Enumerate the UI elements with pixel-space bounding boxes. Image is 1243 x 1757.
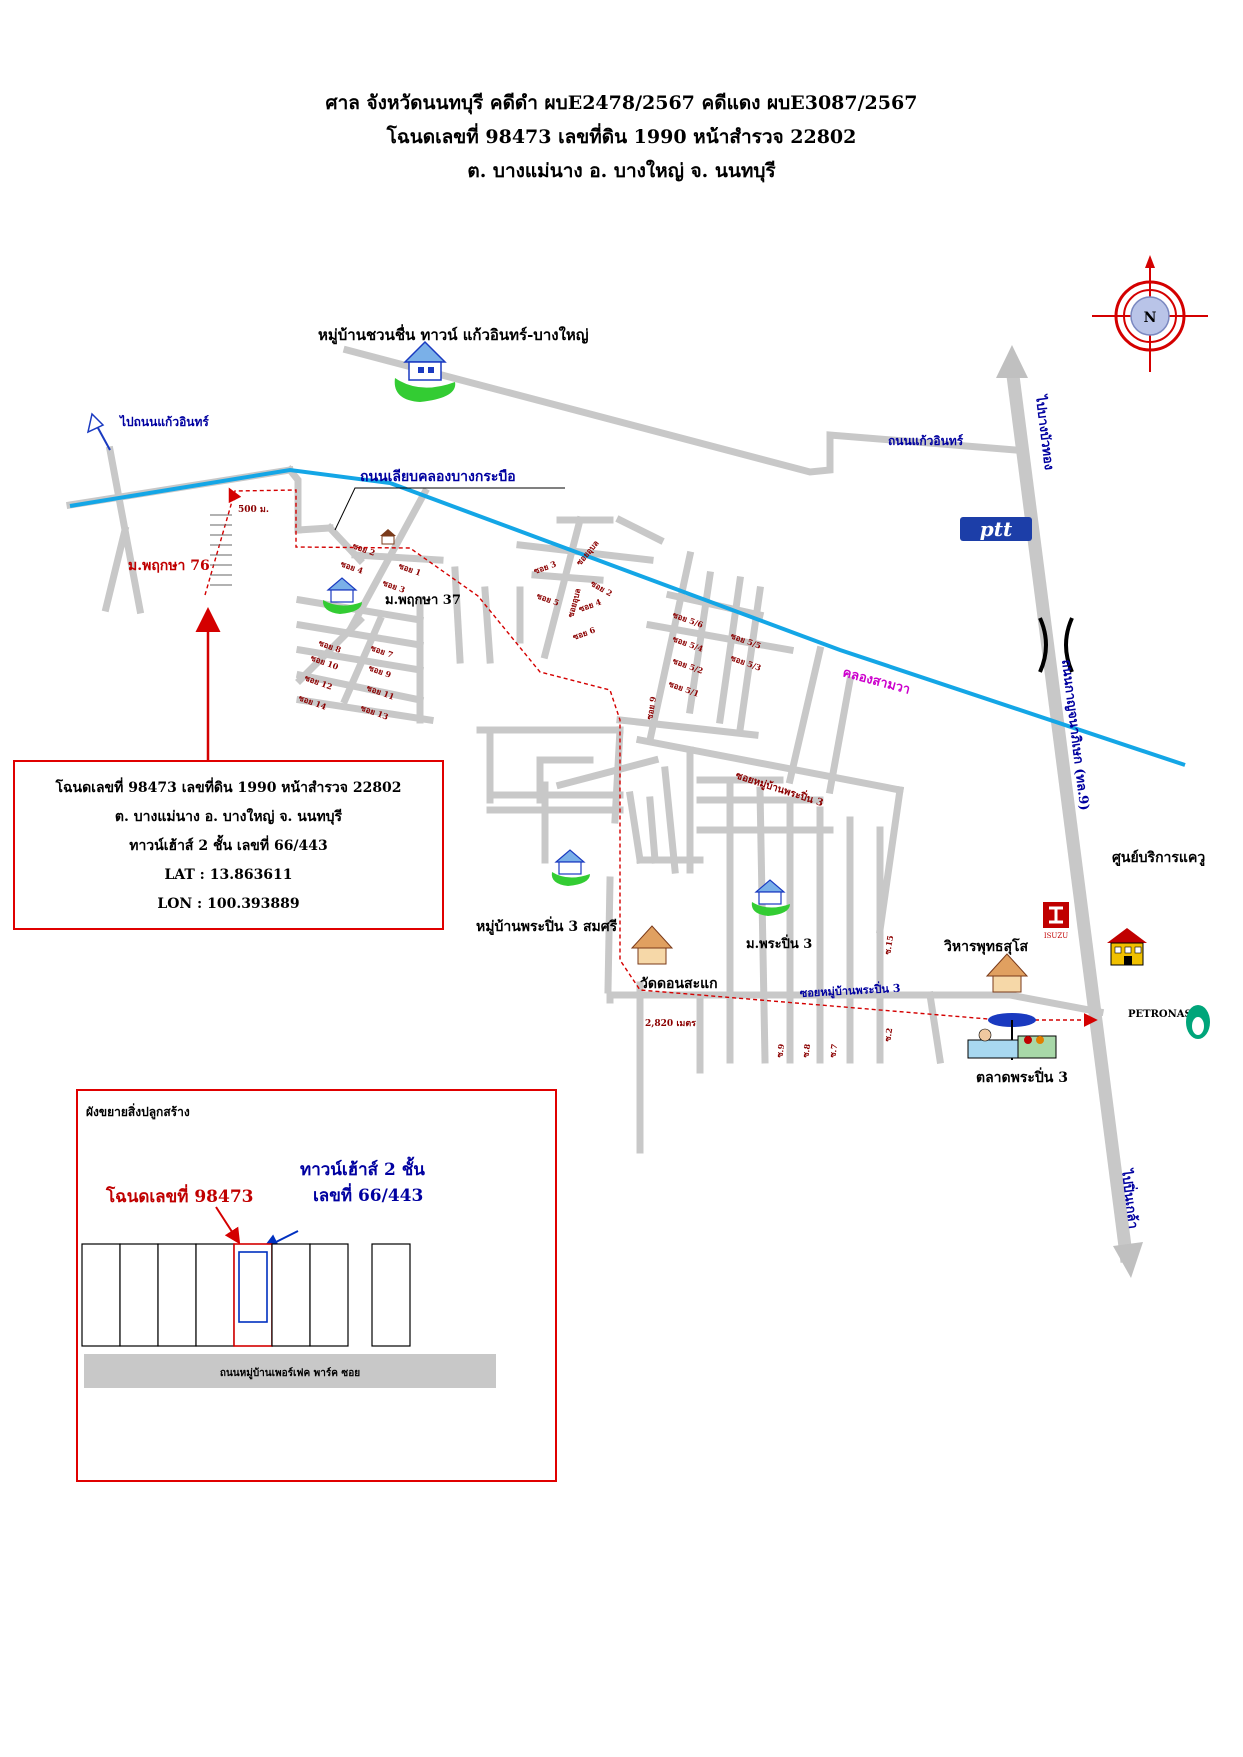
label-m-pruksa-76: ม.พฤกษา 76 bbox=[128, 558, 210, 574]
info-location: ต. บางแม่นาง อ. บางใหญ่ จ. นนทบุรี bbox=[114, 809, 343, 825]
townhouse-units bbox=[81, 1243, 411, 1347]
header-court-case: ศาล จังหวัดนนทบุรี คดีดำ ผบE2478/2567 คด… bbox=[325, 92, 918, 114]
label-soi: ซอย 13 bbox=[359, 702, 390, 721]
label-soi: ซอย 6 bbox=[571, 624, 597, 642]
small-house-icon bbox=[380, 529, 396, 545]
label-soi: ซอย 11 bbox=[365, 682, 396, 701]
petronas-logo-icon: PETRONAS bbox=[1128, 1005, 1210, 1039]
label-distance-500: 500 ม. bbox=[238, 505, 269, 515]
ptt-logo-icon: ptt bbox=[960, 517, 1032, 541]
label-village-phrapin: ม.พระปิ่น 3 bbox=[746, 934, 812, 952]
label-soi: ซอย 7 bbox=[369, 642, 394, 659]
village-house-icon bbox=[394, 340, 456, 402]
label-to-bang-bua-thong: ไปบางบัวทอง bbox=[1032, 392, 1058, 470]
compass-rose-icon: N bbox=[1092, 255, 1208, 372]
road-network bbox=[65, 345, 1105, 1154]
inset-diagram: โฉนดเลขที่ 98473 ทาวน์เฮ้าส์ 2 ชั้น เลขท… bbox=[81, 1156, 496, 1388]
bridge-icon bbox=[1038, 617, 1074, 673]
svg-text:ISUZU: ISUZU bbox=[1044, 932, 1068, 940]
label-to-kaew-in: ไปถนนแก้วอินทร์ bbox=[118, 414, 209, 429]
label-soi: ซอย 4 bbox=[577, 596, 603, 614]
temple-icon bbox=[630, 925, 674, 965]
page-header: ศาล จังหวัดนนทบุรี คดีดำ ผบE2478/2567 คด… bbox=[0, 86, 1243, 188]
label-soi: ซอย 14 bbox=[297, 692, 328, 711]
market-stall-icon bbox=[967, 1013, 1057, 1060]
label-soi-phrapin: ซอยหมู่บ้านพระปิ่น 3 bbox=[799, 980, 900, 1001]
highway-kanchanaphisek bbox=[996, 345, 1143, 1278]
header-deed: โฉนดเลขที่ 98473 เลขที่ดิน 1990 หน้าสำรว… bbox=[386, 126, 857, 148]
label-soi: ซอย 5 bbox=[535, 590, 560, 607]
direction-arrow-icon bbox=[86, 412, 111, 451]
label-market: ตลาดพระปิ่น 3 bbox=[976, 1067, 1068, 1086]
property-info-box: โฉนดเลขที่ 98473 เลขที่ดิน 1990 หน้าสำรว… bbox=[13, 760, 444, 930]
label-village-phrapin-somsri: หมู่บ้านพระปิ่น 3 สมศรี bbox=[476, 916, 618, 935]
label-road-canal-side: ถนนเลียบคลองบางกระบือ bbox=[360, 469, 516, 485]
label-vihara: วิหารพุทธสุโส bbox=[943, 937, 1029, 955]
info-longitude: LON : 100.393889 bbox=[157, 896, 300, 912]
info-deed: โฉนดเลขที่ 98473 เลขที่ดิน 1990 หน้าสำรว… bbox=[55, 780, 402, 796]
village-house-icon bbox=[322, 577, 362, 614]
label-soi: ซอย 9 bbox=[644, 695, 658, 720]
label-soi: ซอย 1 bbox=[397, 560, 422, 577]
label-soi: ซ.8 bbox=[800, 1043, 812, 1059]
compass-north-label: N bbox=[1144, 310, 1157, 326]
label-soi: ซ.15 bbox=[882, 935, 895, 956]
village-house-icon bbox=[751, 879, 790, 916]
svg-text:ptt: ptt bbox=[980, 517, 1013, 541]
info-building: ทาวน์เฮ้าส์ 2 ชั้น เลขที่ 66/443 bbox=[129, 838, 328, 854]
inset-deed-label: โฉนดเลขที่ 98473 bbox=[105, 1184, 254, 1207]
label-road-kaew-in: ถนนแก้วอินทร์ bbox=[888, 434, 964, 448]
label-soi: ซ.2 bbox=[882, 1027, 894, 1042]
isuzu-logo-icon: ISUZU bbox=[1043, 902, 1069, 940]
inset-road bbox=[84, 1354, 496, 1388]
label-service-center: ศูนย์บริการแควู bbox=[1112, 849, 1205, 866]
header-location: ต. บางแม่นาง อ. บางใหญ่ จ. นนทบุรี bbox=[467, 160, 776, 182]
service-center-building-icon bbox=[1107, 928, 1147, 966]
inset-house-label-1: ทาวน์เฮ้าส์ 2 ชั้น bbox=[300, 1156, 425, 1180]
label-soi: ซ.7 bbox=[827, 1043, 839, 1058]
info-latitude: LAT : 13.863611 bbox=[164, 867, 293, 883]
inset-road-label: ถนนหมู่บ้านเพอร์เฟค พาร์ค ซอย bbox=[220, 1367, 360, 1380]
temple-icon bbox=[985, 953, 1029, 993]
building-layout-inset: ผังขยายสิ่งปลูกสร้าง โฉนดเลขที่ 98473 ทา… bbox=[76, 1089, 557, 1482]
label-soi: ซอย 5/5 bbox=[729, 630, 762, 650]
label-soi: ซ.9 bbox=[774, 1043, 786, 1059]
label-village-chuanchuen: หมู่บ้านชวนชื่น ทาวน์ แก้วอินทร์-บางใหญ่ bbox=[318, 324, 589, 345]
inset-house-label-2: เลขที่ 66/443 bbox=[313, 1183, 423, 1206]
svg-text:PETRONAS: PETRONAS bbox=[1128, 1009, 1192, 1020]
route-path bbox=[204, 489, 1001, 1021]
label-wat-don-sakae: วัดดอนสะแก bbox=[640, 976, 718, 992]
village-house-icon bbox=[551, 849, 590, 886]
inset-title: ผังขยายสิ่งปลูกสร้าง bbox=[86, 1105, 190, 1119]
canal-bang-krabue bbox=[69, 467, 1186, 767]
label-m-pruksa-37: ม.พฤกษา 37 bbox=[385, 593, 461, 608]
label-distance-2820: 2,820 เมตร bbox=[645, 1019, 696, 1029]
